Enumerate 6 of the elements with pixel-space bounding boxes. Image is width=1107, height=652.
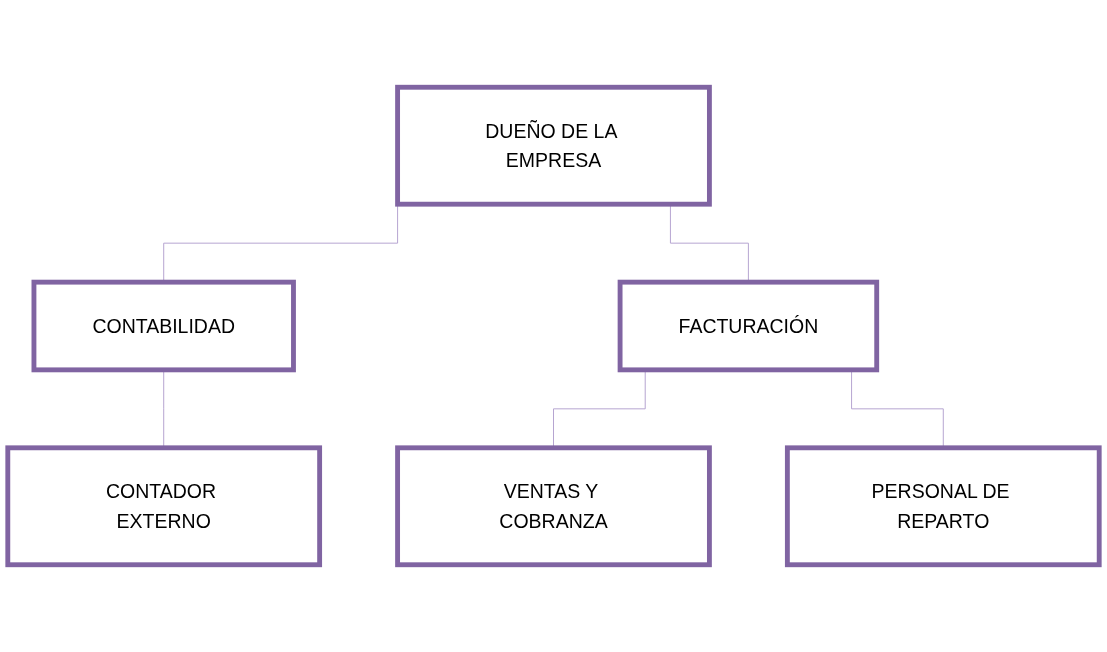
node-box: FACTURACIÓN <box>617 279 880 373</box>
node-box: CONTABILIDAD <box>31 279 296 373</box>
node-box: VENTAS Y COBRANZA <box>395 445 712 568</box>
node-box: DUEÑO DE LA EMPRESA <box>395 84 712 207</box>
node-box: CONTADOR EXTERNO <box>5 445 323 568</box>
node-box: PERSONAL DE REPARTO <box>784 445 1102 568</box>
